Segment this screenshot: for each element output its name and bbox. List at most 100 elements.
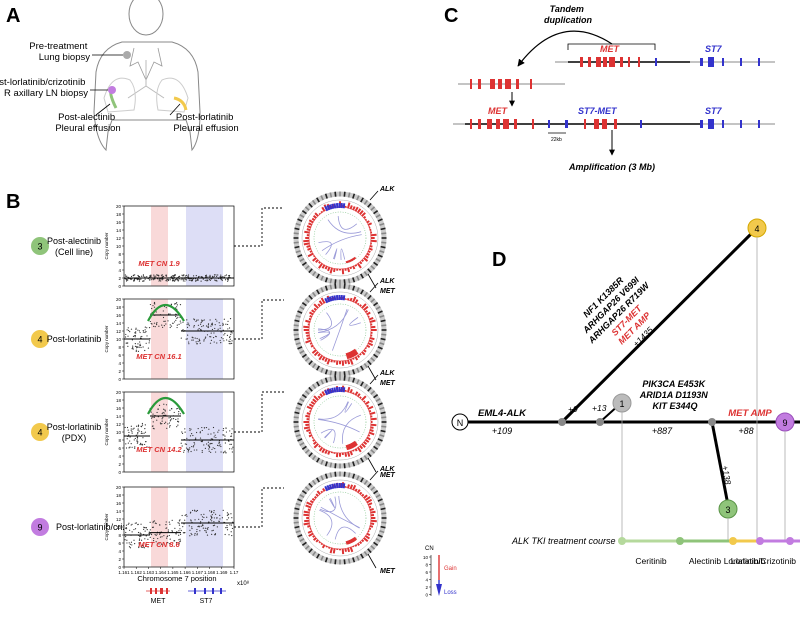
gene-track-st7	[188, 588, 226, 594]
sample-label: Post-alectinib(Cell line)	[47, 236, 101, 257]
scale-bar-label: 22kb	[551, 137, 562, 143]
gene-met-label: MET	[151, 598, 167, 605]
y-tick-label: 20	[116, 204, 122, 209]
y-tick-label: 14	[116, 414, 122, 419]
met-amp-label: MET AMP	[728, 408, 772, 419]
sample-label: Post-lorlatinib	[47, 334, 102, 344]
y-tick-label: 10	[116, 525, 122, 530]
y-tick-label: 6	[118, 446, 121, 451]
y-tick-label: 12	[116, 329, 122, 334]
sample-badge	[31, 237, 49, 255]
y-tick-label: 20	[116, 485, 122, 490]
y-tick-label: 16	[116, 501, 122, 506]
sample-badge	[31, 518, 49, 536]
y-tick-label: 8	[118, 252, 121, 257]
panel-label-b: B	[6, 191, 20, 213]
met-cn-label: MET CN 1.9	[138, 259, 180, 268]
x-tick-label: 1.164	[155, 570, 167, 575]
y-axis-label: Copy number	[104, 232, 109, 260]
y-tick-label: 6	[118, 353, 121, 358]
mid-count: +887	[652, 426, 673, 436]
x-tick-label: 1.169	[216, 570, 228, 575]
treatment-course-label: ALK TKI treatment course	[511, 536, 616, 546]
amplification-label: Amplification (3 Mb)	[568, 162, 655, 172]
y-tick-label: 8	[118, 345, 121, 350]
x-tick-label: 1.165	[167, 570, 179, 575]
drug-lorlatinib-crizotinib: Lorlatinib/Crizotinib	[724, 556, 797, 566]
st7-met-label: ST7-MET	[578, 106, 618, 116]
tandem-duplication-label: Tandem duplication	[544, 4, 592, 25]
circos-met-label: MET	[380, 288, 396, 295]
circos-met-label: MET	[380, 472, 396, 479]
panel-label-d: D	[492, 249, 506, 271]
y-tick-label: 12	[116, 517, 122, 522]
trunk-count: +109	[492, 426, 512, 436]
cn-plot-3: 4Post-lorlatinib(PDX)02468101214161820Co…	[31, 390, 284, 475]
panel-label-a: A	[6, 5, 20, 27]
x-tick-label: 1.161	[118, 570, 130, 575]
y-axis-label: Copy number	[104, 513, 109, 541]
y-axis-label: Copy number	[104, 418, 109, 446]
x-axis-label: Chromosome 7 position	[137, 574, 216, 583]
gene-st7-label: ST7	[200, 598, 213, 605]
sample-number: 9	[37, 523, 42, 533]
y-tick-label: 4	[118, 549, 121, 554]
legend-tick-label: 4	[425, 578, 428, 583]
count-138: +138	[720, 465, 733, 486]
x-tick-label: 1.166	[179, 570, 191, 575]
label-pre-treatment: Pre-treatment Lung biopsy	[29, 41, 90, 63]
node-4: 4	[754, 224, 759, 234]
y-tick-label: 6	[118, 541, 121, 546]
branch-to-3	[710, 421, 730, 506]
x-tick-label: 1.168	[204, 570, 216, 575]
y-tick-label: 8	[118, 533, 121, 538]
y-tick-label: 16	[116, 220, 122, 225]
sample-number: 3	[37, 242, 42, 252]
branch-4-annotation: NF1 K1385R ARHGAP26 V699I ARHGAP26 R719W…	[580, 275, 655, 349]
branch-small-count: +9	[568, 404, 578, 414]
met-cn-label: MET CN 16.1	[136, 352, 181, 361]
y-tick-label: 18	[116, 305, 122, 310]
y-tick-label: 20	[116, 390, 122, 395]
y-tick-label: 4	[118, 454, 121, 459]
panel-a-body-diagram	[93, 0, 201, 152]
sample-badge	[31, 423, 49, 441]
y-tick-label: 18	[116, 493, 122, 498]
y-tick-label: 12	[116, 236, 122, 241]
label-post-lorlatinib: Post-lorlatinib Pleural effusion	[173, 112, 238, 134]
y-tick-label: 10	[116, 337, 122, 342]
circos-met-label: MET	[380, 380, 396, 387]
pointer-post-lorlatinib	[169, 103, 181, 116]
legend-tick-label: 2	[425, 585, 428, 590]
x-tick-label: 1.162	[131, 570, 143, 575]
legend-tick-label: 6	[425, 570, 428, 575]
legend-loss: Loss	[444, 590, 457, 596]
y-tick-label: 14	[116, 509, 122, 514]
circos-plot-1: ALK MET	[293, 186, 396, 295]
y-tick-label: 14	[116, 228, 122, 233]
panel-label-c: C	[444, 5, 458, 27]
x-tick-label: 1.167	[192, 570, 204, 575]
node-1: 1	[619, 399, 624, 409]
circos-alk-label: ALK	[379, 278, 395, 285]
y-tick-label: 4	[118, 268, 121, 273]
met-gene-bottom: MET	[488, 106, 509, 116]
x-tick-label: 1.17	[230, 570, 239, 575]
y-tick-label: 0	[118, 470, 121, 475]
legend-tick-label: 8	[425, 563, 428, 568]
sample-number: 4	[37, 335, 42, 345]
label-post-alectinib: Post-alectinib Pleural effusion	[55, 112, 120, 134]
circos-alk-label: ALK	[379, 466, 395, 473]
mid-mutations: PIK3CA E453K ARID1A D1193N KIT E344Q	[639, 379, 711, 411]
met-gene-top: MET	[600, 44, 621, 54]
legend-gain: Gain	[444, 566, 457, 572]
branch-to-4	[560, 226, 759, 424]
